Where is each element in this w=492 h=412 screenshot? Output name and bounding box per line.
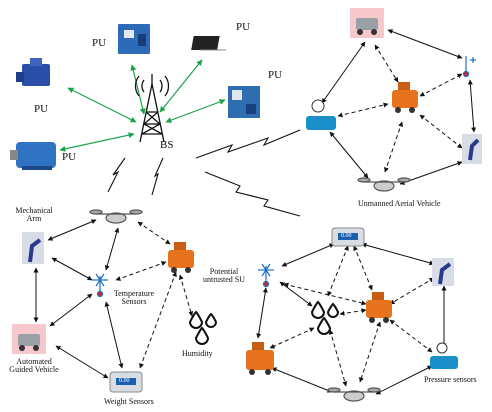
temperature-label-line2: Sensors (121, 297, 147, 307)
uav-label: Unmanned Aerial Vehicle (358, 199, 441, 208)
thermometer-icon-left (92, 273, 108, 298)
weight-scale-icon-right (331, 227, 365, 247)
robot-icon-right-mid (366, 292, 392, 323)
left-cluster-links (33, 219, 194, 379)
pu-controller-board-icon (228, 86, 260, 118)
mech-arm-label-line2: Arm (26, 214, 42, 224)
scale-display-left: 0.00 (119, 378, 130, 384)
drone-icon-left (89, 209, 143, 224)
mech-arm-label-line1: Mechanical (15, 206, 53, 215)
potential-su-label: Potential untrusted SU (192, 267, 256, 285)
pu-link-2 (130, 64, 146, 115)
pu-link-5 (59, 132, 135, 152)
uav-cluster-links (321, 29, 477, 185)
pu-link-1 (67, 87, 137, 123)
pu-circuit-board-icon (118, 24, 150, 54)
humidity-icon-right (310, 300, 340, 335)
lightning-right-top (195, 129, 301, 159)
pu-chip-icon (191, 36, 226, 51)
temperature-label-line1: Temperature (113, 289, 155, 298)
humidity-label: Humidity (182, 349, 213, 358)
robot-icon-left (168, 242, 194, 273)
thermometer-icon-top (462, 56, 476, 78)
pressure-valve-icon-top (306, 99, 336, 130)
drone-icon-top (357, 177, 411, 192)
pu-link-3 (159, 59, 203, 113)
pu-label-2: PU (92, 37, 107, 49)
mech-arm-label: Mechanical Arm (14, 206, 54, 224)
robot-icon-right-low (246, 342, 274, 375)
bs-label: BS (160, 139, 174, 151)
agv-icon-top (350, 8, 384, 38)
potential-su-label-line1: Potential (209, 267, 239, 276)
pu-links (59, 59, 226, 152)
pu-label-5: PU (62, 151, 77, 163)
potential-su-label-line2: untrusted SU (203, 275, 245, 285)
drone-icon-right (327, 387, 381, 402)
robot-arm-icon-top (462, 134, 482, 164)
robot-arm-icon-left (22, 232, 44, 264)
thermometer-icon-right (258, 263, 274, 288)
base-station-icon (134, 74, 170, 143)
weight-scale-icon-left (109, 371, 143, 393)
robot-icon-top (392, 82, 418, 113)
scale-display-right: 0.00 (341, 233, 352, 239)
agv-label-line1: Automated (16, 357, 52, 366)
pu-label-1: PU (34, 103, 49, 115)
right-cluster-links (256, 242, 447, 395)
pu-motor-icon (10, 142, 56, 170)
agv-label-line2: Guided Vehicle (9, 365, 59, 375)
pressure-sensors-label: Pressure sensors (424, 375, 477, 384)
pu-label-4: PU (268, 69, 283, 81)
robot-arm-icon-right (432, 258, 454, 286)
pu-label-3: PU (236, 21, 251, 33)
wireless-links (107, 129, 301, 217)
lightning-right-bottom (204, 171, 301, 217)
agv-label: Automated Guided Vehicle (4, 357, 64, 375)
weight-sensors-label: Weight Sensors (104, 397, 154, 406)
humidity-icon (188, 310, 218, 345)
pressure-valve-icon-right (430, 342, 458, 369)
pu-link-4 (165, 99, 226, 123)
temperature-label: Temperature Sensors (104, 289, 164, 307)
lightning-center (151, 157, 164, 196)
pu-hydraulic-icon (16, 58, 50, 86)
lightning-left (107, 157, 126, 193)
agv-icon-left (12, 324, 46, 354)
